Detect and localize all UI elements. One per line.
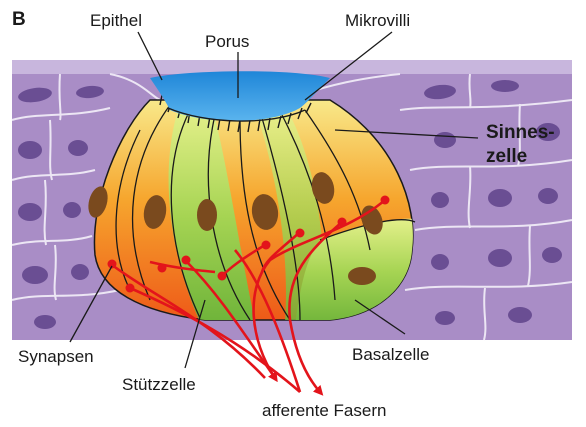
label-porus: Porus xyxy=(205,32,249,51)
label-sinneszelle-line2: zelle xyxy=(486,146,527,167)
label-stuetzzelle: Stützzelle xyxy=(122,375,196,394)
label-afferente-fasern: afferente Fasern xyxy=(262,401,386,420)
label-mikrovilli: Mikrovilli xyxy=(345,11,410,30)
label-basalzelle: Basalzelle xyxy=(352,345,430,364)
label-synapsen: Synapsen xyxy=(18,347,94,366)
label-epithel: Epithel xyxy=(90,11,142,30)
panel-letter: B xyxy=(12,9,26,30)
epithelium-surface xyxy=(12,60,572,74)
label-sinneszelle-line1: Sinnes- xyxy=(486,122,555,143)
